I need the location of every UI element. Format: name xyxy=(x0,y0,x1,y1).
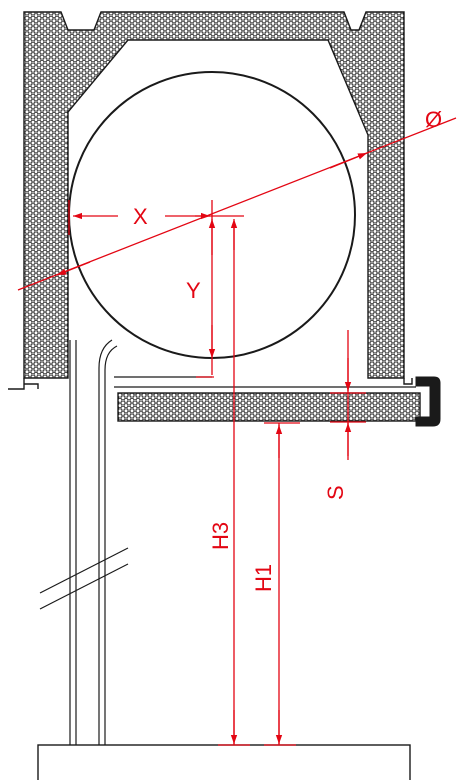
break-mark-2 xyxy=(39,563,129,610)
y-label: Y xyxy=(186,278,201,303)
h1-label: H1 xyxy=(251,564,276,592)
floor-block xyxy=(37,744,411,780)
diameter-dimension-line xyxy=(17,117,457,291)
box-insulation-shell xyxy=(23,11,405,379)
diameter-label: Ø xyxy=(425,107,442,132)
break-mark-1 xyxy=(39,547,129,594)
diameter-arrow-right xyxy=(329,152,368,169)
x-label: X xyxy=(133,204,148,229)
left-mounting-lip xyxy=(8,378,39,390)
curtain-guide-curve-2 xyxy=(104,345,118,745)
right-mounting-lip xyxy=(403,378,413,385)
h3-label: H3 xyxy=(208,522,233,550)
bottom-panel-insulation xyxy=(117,392,421,422)
diameter-arrow-left xyxy=(56,261,91,276)
curtain-guide-curve-1 xyxy=(98,339,113,745)
panel-end-cap xyxy=(415,376,441,427)
s-label: S xyxy=(323,485,348,500)
